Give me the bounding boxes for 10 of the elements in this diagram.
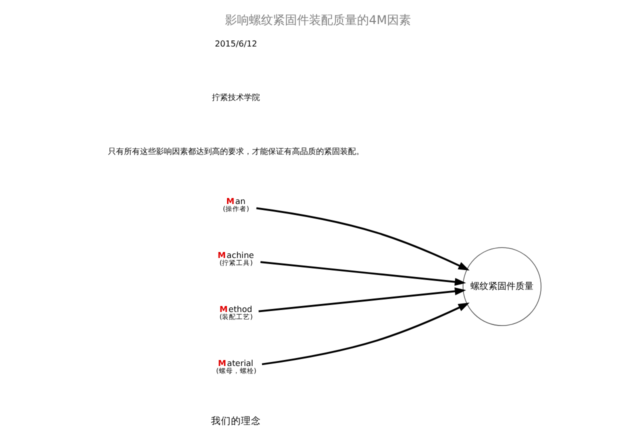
label: 只有所有这些影响因素都达到高的要求，才能保证有高品质的紧固装配。 <box>108 146 364 156</box>
arrow <box>262 302 470 366</box>
label: 我们的理念 <box>211 416 262 427</box>
arrow <box>256 207 470 270</box>
arrow <box>258 287 466 312</box>
label: 拧紧技术学院 <box>212 92 260 102</box>
arrow <box>260 261 466 286</box>
diagram-title: 影响螺纹紧固件装配质量的4M因素 <box>225 12 411 27</box>
label: 2015/6/12 <box>214 38 258 48</box>
node-circle: 螺纹紧固件质量 <box>462 247 542 326</box>
